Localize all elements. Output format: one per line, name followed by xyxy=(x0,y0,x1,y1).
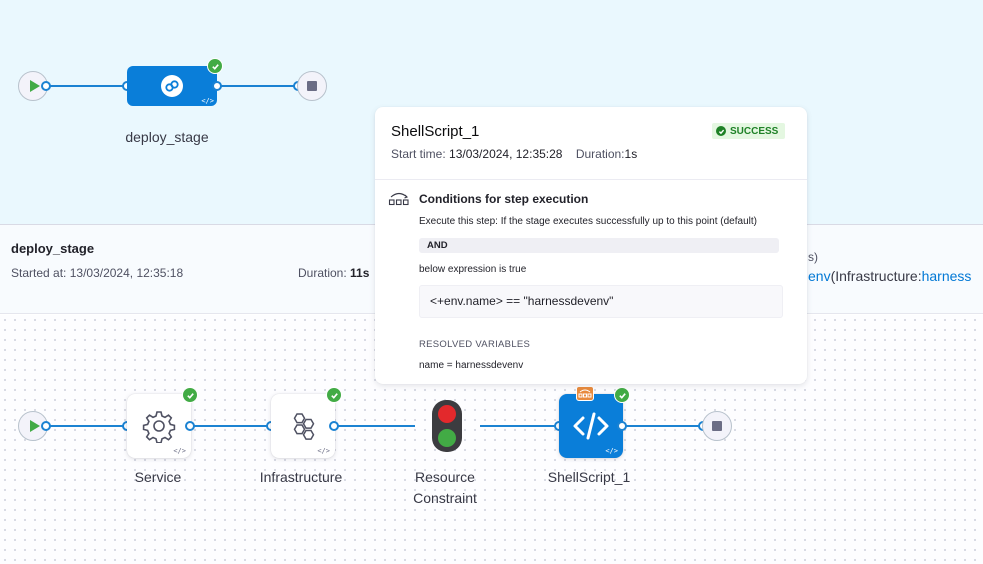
infrastructure-step[interactable]: </> xyxy=(271,394,335,458)
code-mini-icon: </> xyxy=(173,447,186,455)
conditional-execution-icon xyxy=(388,191,410,212)
play-icon xyxy=(29,80,40,92)
connector-line xyxy=(480,425,560,427)
stage-title: deploy_stage xyxy=(11,241,95,256)
expression-box: <+env.name> == "harnessdevenv" xyxy=(419,285,783,318)
execute-condition-text: Execute this step: If the stage executes… xyxy=(419,216,757,227)
stop-icon xyxy=(307,81,317,91)
connector-line xyxy=(335,425,415,427)
env-info-truncated: s) xyxy=(808,250,818,264)
port-dot xyxy=(329,421,339,431)
stage-duration: Duration: 11s xyxy=(298,266,370,280)
service-step[interactable]: </> xyxy=(127,394,191,458)
popover-header: ShellScript_1 SUCCESS Start time: 13/03/… xyxy=(375,107,807,180)
connector-line xyxy=(47,425,127,427)
resolved-variables-title: RESOLVED VARIABLES xyxy=(419,339,531,350)
popover-meta: Start time: 13/03/2024, 12:35:28 Duratio… xyxy=(391,147,638,161)
port-dot xyxy=(41,81,51,91)
check-icon xyxy=(716,126,726,136)
status-badge: SUCCESS xyxy=(712,123,786,139)
resolved-variable-item: name = harnessdevenv xyxy=(419,360,524,371)
red-light xyxy=(438,405,456,424)
check-icon xyxy=(326,387,342,403)
step-label-shellscript: ShellScript_1 xyxy=(547,469,631,485)
hexagons-icon xyxy=(293,413,315,440)
popover-title: ShellScript_1 xyxy=(391,123,480,140)
connector-line xyxy=(623,425,703,427)
stage-label: deploy_stage xyxy=(125,129,209,145)
connector-line xyxy=(191,425,271,427)
steps-end-node xyxy=(702,411,732,441)
check-icon xyxy=(207,58,223,74)
step-details-popover: ShellScript_1 SUCCESS Start time: 13/03/… xyxy=(375,107,807,384)
port-dot xyxy=(617,421,627,431)
code-icon xyxy=(573,412,609,440)
and-separator: AND xyxy=(419,238,779,253)
stop-icon xyxy=(712,421,722,431)
code-mini-icon: </> xyxy=(317,447,330,455)
code-mini-icon: </> xyxy=(201,97,214,105)
port-dot xyxy=(41,421,51,431)
port-dot xyxy=(212,81,222,91)
play-icon xyxy=(29,420,40,432)
conditional-icon[interactable] xyxy=(576,386,594,401)
step-label-infrastructure: Infrastructure xyxy=(259,469,343,485)
pipeline-end-node xyxy=(297,71,327,101)
step-label-resource-constraint: Resource Constraint xyxy=(413,469,477,506)
check-icon xyxy=(614,387,630,403)
deploy-stage-node[interactable]: </> xyxy=(127,66,217,106)
deploy-stage-icon xyxy=(161,75,183,97)
check-icon xyxy=(182,387,198,403)
connector-line xyxy=(217,85,297,87)
step-label-service: Service xyxy=(134,469,182,485)
gear-icon xyxy=(142,411,176,443)
expression-condition-text: below expression is true xyxy=(419,264,527,275)
shellscript-step[interactable]: </> xyxy=(559,394,623,458)
environment-link[interactable]: env(Infrastructure:harness xyxy=(808,268,972,284)
started-at: Started at: 13/03/2024, 12:35:18 xyxy=(11,266,184,280)
connector-line xyxy=(47,85,127,87)
conditions-title: Conditions for step execution xyxy=(419,192,589,206)
traffic-light-icon[interactable] xyxy=(432,400,462,452)
code-mini-icon: </> xyxy=(605,447,618,455)
green-light xyxy=(438,428,456,447)
port-dot xyxy=(185,421,195,431)
